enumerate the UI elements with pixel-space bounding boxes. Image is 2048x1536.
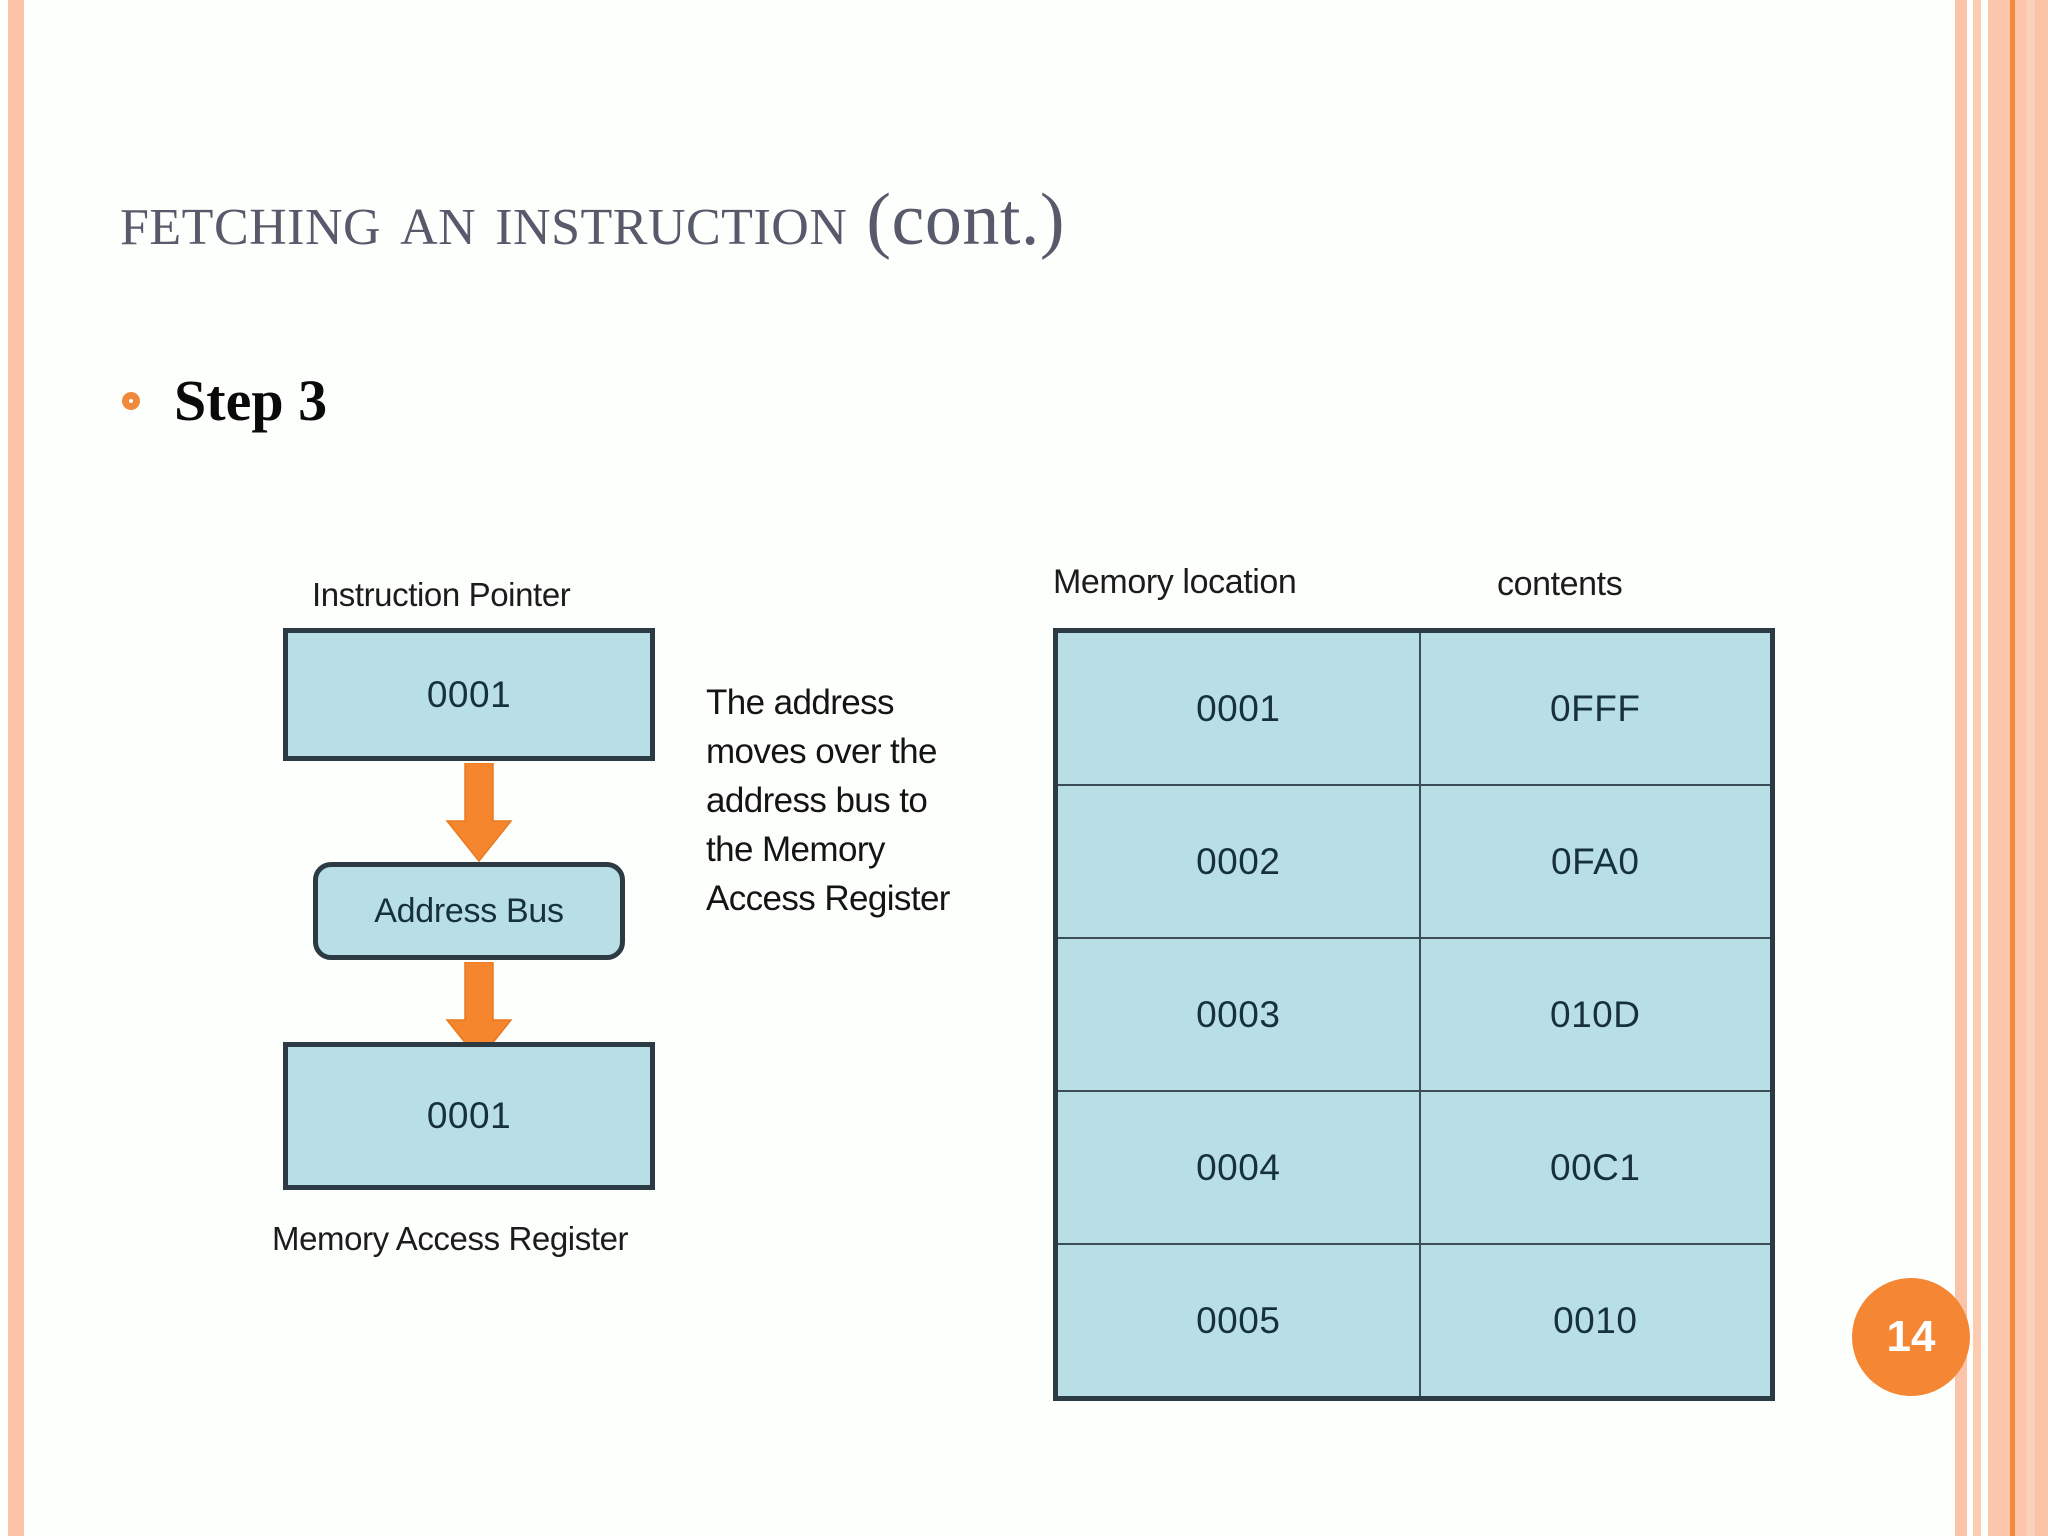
cell-location: 0001 xyxy=(1054,629,1421,786)
memory-table: 0001 0FFF 0002 0FA0 0003 010D 0004 00C1 … xyxy=(1053,628,1775,1401)
right-border-stripe-accent xyxy=(2010,0,2015,1536)
instruction-pointer-label: Instruction Pointer xyxy=(312,576,571,613)
cell-contents: 010D xyxy=(1418,937,1774,1092)
address-bus-box: Address Bus xyxy=(313,862,625,960)
description-line-1: The address xyxy=(706,683,895,722)
table-row: 0002 0FA0 xyxy=(1054,784,1774,939)
right-border-stripe-6 xyxy=(2035,0,2048,1536)
instruction-pointer-box: 0001 xyxy=(283,628,655,761)
cell-contents: 0FFF xyxy=(1418,629,1774,786)
page-title: Fetching an Instruction (cont.) xyxy=(120,178,1065,263)
left-border-stripe xyxy=(8,0,24,1536)
table-row: 0005 0010 xyxy=(1054,1243,1774,1400)
instruction-pointer-value: 0001 xyxy=(426,673,512,715)
table-row: 0001 0FFF xyxy=(1054,629,1774,786)
cell-contents: 0010 xyxy=(1418,1243,1774,1400)
cell-location: 0002 xyxy=(1054,784,1421,939)
table-row: 0004 00C1 xyxy=(1054,1090,1774,1245)
description-text: The address moves over the address bus t… xyxy=(706,678,1036,923)
arrow-down-icon-1 xyxy=(445,763,513,863)
bullet-label: Step 3 xyxy=(174,368,328,433)
cell-location: 0003 xyxy=(1054,937,1421,1092)
address-bus-label: Address Bus xyxy=(374,891,564,930)
memory-access-register-value: 0001 xyxy=(426,1095,512,1136)
right-border-stripe-5 xyxy=(2027,0,2035,1536)
cell-contents: 0FA0 xyxy=(1418,784,1774,939)
description-line-3: address bus to xyxy=(706,781,928,820)
right-border-stripe-2 xyxy=(1973,0,1981,1536)
memory-access-register-box: 0001 xyxy=(283,1042,655,1190)
cell-location: 0004 xyxy=(1054,1090,1421,1245)
bullet-step-3: Step 3 xyxy=(122,372,327,430)
description-line-5: Access Register xyxy=(706,879,950,918)
memory-location-header: Memory location xyxy=(1053,563,1297,601)
right-border-stripe-3 xyxy=(1988,0,2010,1536)
right-border-stripe-4 xyxy=(2015,0,2027,1536)
table-row: 0003 010D xyxy=(1054,937,1774,1092)
bullet-circle-icon xyxy=(122,392,140,410)
page-title-main: Fetching an Instruction xyxy=(120,179,848,261)
memory-contents-header: contents xyxy=(1497,565,1623,603)
cell-contents: 00C1 xyxy=(1418,1090,1774,1245)
right-border-stripe-1 xyxy=(1955,0,1967,1536)
cell-location: 0005 xyxy=(1054,1243,1421,1400)
description-line-4: the Memory xyxy=(706,830,885,869)
arrow-down-icon-2 xyxy=(445,962,513,1062)
page-title-suffix: (cont.) xyxy=(866,179,1066,261)
page-number-badge: 14 xyxy=(1852,1278,1970,1396)
memory-access-register-label: Memory Access Register xyxy=(272,1220,629,1257)
description-line-2: moves over the xyxy=(706,732,937,771)
